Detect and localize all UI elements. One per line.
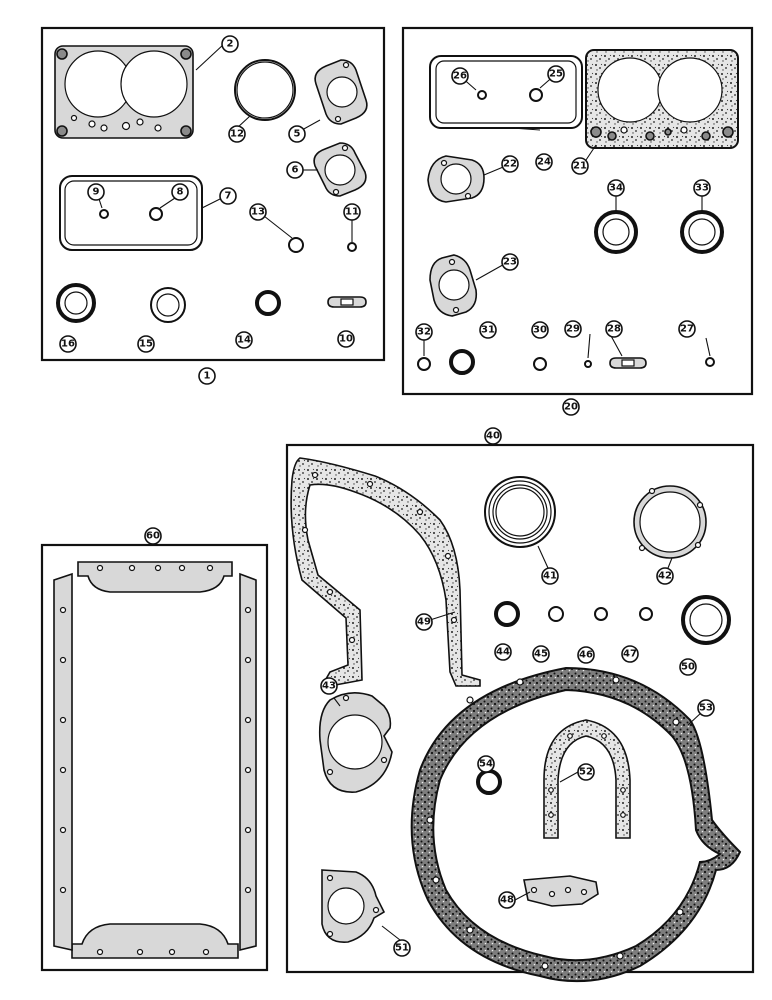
seal-ring-14 — [255, 290, 281, 316]
callout-23: 23 — [503, 257, 517, 268]
callout-13: 13 — [251, 207, 265, 218]
flange-gasket-6 — [313, 142, 367, 197]
gasket-28 — [609, 357, 647, 369]
callout-26: 26 — [453, 71, 467, 82]
seal-ring-13 — [288, 237, 304, 253]
callout-9: 9 — [93, 187, 100, 198]
callout-51: 51 — [395, 943, 409, 954]
valve-cover-gasket-24 — [429, 55, 583, 129]
valve-cover-gasket-7 — [59, 175, 203, 251]
callout-32: 32 — [417, 327, 431, 338]
callout-16: 16 — [61, 339, 75, 350]
head-gasket-21 — [585, 49, 739, 149]
callout-48: 48 — [500, 895, 514, 906]
o-ring-46 — [594, 607, 608, 621]
callout-27: 27 — [680, 324, 694, 335]
callout-6: 6 — [292, 165, 299, 176]
seal-ring-12 — [234, 59, 296, 121]
callout-14: 14 — [237, 335, 251, 346]
seal-ring-30 — [533, 357, 547, 371]
callout-54: 54 — [479, 759, 493, 770]
oil-seal-34 — [594, 210, 638, 254]
gasket-10 — [327, 296, 367, 308]
callout-45: 45 — [534, 649, 548, 660]
oil-seal-33 — [680, 210, 724, 254]
kit-panel-40 — [285, 443, 755, 983]
callout-42: 42 — [658, 571, 672, 582]
callout-10: 10 — [339, 334, 353, 345]
callout-52: 52 — [579, 767, 593, 778]
callout-5: 5 — [294, 129, 301, 140]
seal-retainer-gasket-52 — [543, 719, 631, 839]
kit-panel-20 — [401, 26, 754, 396]
oil-pan-gasket-60 — [53, 561, 257, 959]
callout-2: 2 — [227, 39, 234, 50]
o-ring-54 — [476, 769, 502, 795]
callout-40: 40 — [486, 431, 500, 442]
kit-panel-60 — [40, 543, 269, 972]
callout-29: 29 — [566, 324, 580, 335]
callout-47: 47 — [623, 649, 637, 660]
callout-12: 12 — [230, 129, 244, 140]
kit-panel-1 — [40, 26, 386, 362]
seal-ring-15 — [150, 287, 186, 323]
seal-ring-31 — [449, 349, 475, 375]
callout-33: 33 — [695, 183, 709, 194]
o-ring-26 — [477, 90, 487, 100]
o-ring-47 — [639, 607, 653, 621]
flange-gasket-22 — [427, 155, 485, 203]
callout-8: 8 — [177, 187, 184, 198]
callout-1: 1 — [204, 371, 211, 382]
callout-49: 49 — [417, 617, 431, 628]
callout-25: 25 — [549, 69, 563, 80]
callout-46: 46 — [579, 650, 593, 661]
seal-gasket-42 — [633, 485, 707, 559]
callouts: 2 12 5 6 7 8 9 13 11 16 15 14 10 1 26 25… — [59, 35, 715, 957]
callout-7: 7 — [225, 191, 232, 202]
rear-seal-41 — [484, 476, 556, 548]
head-gasket-2 — [54, 45, 194, 139]
callout-60: 60 — [146, 531, 160, 542]
callout-20: 20 — [564, 402, 578, 413]
callout-41: 41 — [543, 571, 557, 582]
callout-28: 28 — [607, 324, 621, 335]
callout-53: 53 — [699, 703, 713, 714]
housing-gasket-43 — [318, 692, 393, 793]
callout-43: 43 — [322, 681, 336, 692]
seal-ring-29 — [584, 360, 592, 368]
callout-15: 15 — [139, 339, 153, 350]
flange-gasket-5 — [314, 59, 368, 125]
callout-34: 34 — [609, 183, 623, 194]
gasket-48 — [523, 875, 599, 907]
o-ring-25 — [529, 88, 543, 102]
callout-11: 11 — [345, 207, 359, 218]
oil-seal-16 — [56, 283, 96, 323]
o-ring-45 — [548, 606, 564, 622]
o-ring-9 — [99, 209, 109, 219]
callout-24: 24 — [537, 157, 551, 168]
housing-gasket-51 — [321, 869, 386, 943]
flywheel-housing-gasket-53 — [410, 666, 742, 983]
callout-30: 30 — [533, 325, 547, 336]
callout-44: 44 — [496, 647, 510, 658]
callout-31: 31 — [481, 325, 495, 336]
oil-seal-50 — [681, 595, 731, 645]
seal-ring-11 — [347, 242, 357, 252]
callout-22: 22 — [503, 159, 517, 170]
seal-ring-32 — [417, 357, 431, 371]
timing-cover-gasket-49 — [290, 457, 481, 687]
callout-50: 50 — [681, 662, 695, 673]
o-ring-8 — [149, 207, 163, 221]
callout-21: 21 — [573, 161, 587, 172]
o-ring-44 — [494, 601, 520, 627]
flange-gasket-23 — [429, 254, 478, 317]
seal-ring-27 — [705, 357, 715, 367]
